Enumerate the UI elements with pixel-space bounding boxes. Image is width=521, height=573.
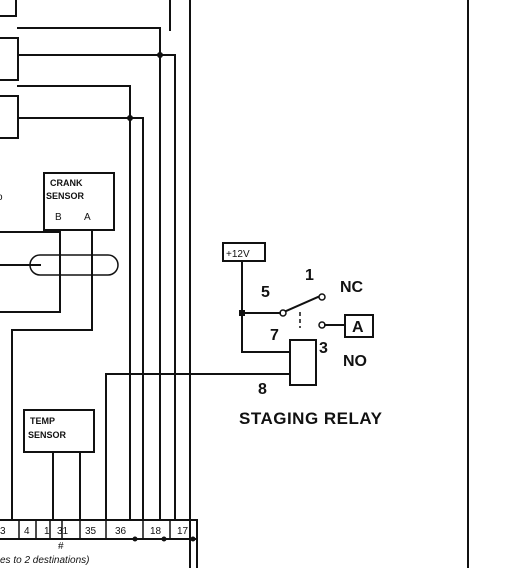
crank-pin-b: B (55, 212, 62, 223)
pin-31: 31 (57, 526, 69, 537)
relay-pin-8: 8 (258, 381, 267, 398)
relay-title: STAGING RELAY (239, 409, 383, 428)
wire-mod2-top (17, 85, 131, 119)
wire-a-down (11, 329, 93, 521)
crank-sensor: CRANK SENSOR B A (43, 172, 115, 231)
top-module-0 (0, 0, 17, 17)
junction-dot-2 (127, 115, 133, 121)
shield-oval (29, 254, 119, 276)
temp-sensor-label-2: SENSOR (28, 430, 67, 440)
switch-arm (284, 295, 320, 313)
nc-contact (318, 293, 326, 301)
pin-36: 36 (115, 526, 127, 537)
left-cut-label: o (0, 192, 3, 203)
wire-relay-8 (105, 373, 289, 521)
connector-dot (132, 536, 138, 542)
switch-common-contact (279, 309, 287, 317)
pin-18: 18 (150, 526, 162, 537)
wire-supply (241, 260, 291, 353)
relay-pin-1: 1 (305, 267, 314, 284)
temp-sensor-label-1: TEMP (30, 416, 55, 426)
connector-hash: # (58, 541, 64, 552)
supply-box (222, 242, 266, 262)
top-module-2 (0, 95, 19, 139)
top-module-1 (0, 37, 19, 81)
wire-mod1 (17, 54, 176, 521)
staging-relay: +12V A 1 5 7 3 8 NC NO STAGING RELAY (222, 242, 383, 428)
output-label: A (352, 319, 364, 336)
relay-pin-5: 5 (261, 284, 270, 301)
nc-label: NC (340, 279, 364, 296)
supply-label: +12V (226, 249, 250, 260)
crank-sensor-label-2: SENSOR (46, 191, 85, 201)
crank-sensor-box (43, 172, 115, 231)
relay-pin-7: 7 (270, 327, 279, 344)
connector-dot (161, 536, 167, 542)
connector-dot (190, 536, 196, 542)
pin-4: 4 (24, 526, 30, 537)
pin-35: 35 (85, 526, 97, 537)
no-label: NO (343, 353, 367, 370)
connector-pins: 3 4 1 31 35 36 18 17 (0, 520, 196, 542)
wire-mod1-top (17, 27, 161, 56)
output-box (344, 314, 374, 338)
temp-sensor: TEMP SENSOR (23, 409, 95, 453)
relay-coil (289, 339, 317, 386)
temp-sensor-box (23, 409, 95, 453)
pin-17: 17 (177, 526, 189, 537)
crank-pin-a: A (84, 212, 91, 223)
junction-dot-1 (157, 52, 163, 58)
pin-1: 1 (44, 526, 50, 537)
connector-note: es to 2 destinations) (0, 555, 90, 566)
crank-sensor-label-1: CRANK (50, 178, 83, 188)
pin-3: 3 (0, 526, 6, 537)
wire-mod2 (17, 117, 144, 521)
relay-pin-3: 3 (319, 340, 328, 357)
